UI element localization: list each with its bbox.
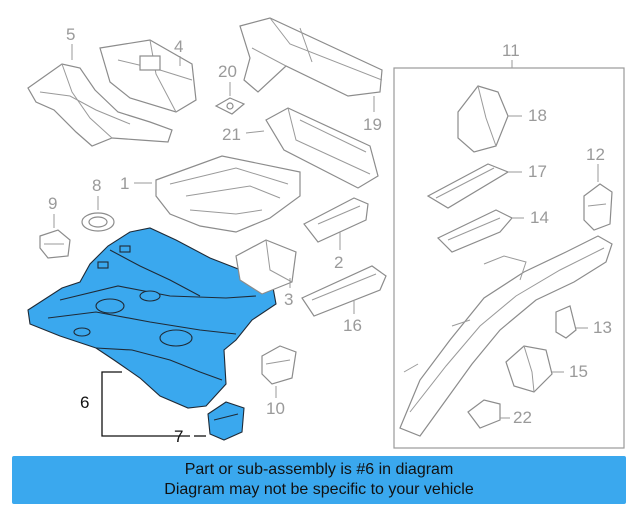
callout-11: 11 — [502, 41, 520, 60]
part-1-floor-pan[interactable] — [155, 155, 301, 233]
callout-2: 2 — [334, 253, 343, 272]
part-18-bracket[interactable] — [457, 85, 509, 153]
part-5-rear-cross-member[interactable] — [27, 63, 173, 147]
callout-19: 19 — [363, 115, 382, 134]
callout-17: 17 — [528, 162, 547, 181]
leader-6 — [101, 371, 190, 437]
part-3-bracket[interactable] — [235, 239, 297, 295]
callout-20: 20 — [218, 62, 237, 81]
part-17-reinforcement[interactable] — [426, 163, 510, 209]
part-20-bracket[interactable] — [214, 97, 246, 115]
callout-12: 12 — [586, 145, 605, 164]
callout-3: 3 — [284, 290, 293, 309]
leader-21 — [245, 130, 265, 134]
part-10-bracket[interactable] — [261, 345, 297, 385]
banner-line-2: Diagram may not be specific to your vehi… — [164, 481, 474, 498]
callout-10: 10 — [266, 399, 285, 418]
callout-16: 16 — [343, 316, 362, 335]
callout-18: 18 — [528, 106, 547, 125]
callout-14: 14 — [530, 208, 549, 227]
info-banner: Part or sub-assembly is #6 in diagram Di… — [12, 456, 626, 504]
side-member-rail[interactable] — [399, 235, 613, 437]
callout-22: 22 — [513, 408, 532, 427]
part-7-bracket[interactable] — [207, 401, 245, 441]
part-12-bracket[interactable] — [583, 183, 613, 231]
callout-6: 6 — [80, 393, 89, 412]
part-2-member[interactable] — [303, 197, 369, 243]
callout-4: 4 — [174, 37, 183, 56]
part-4-rear-panel[interactable] — [99, 39, 197, 113]
callout-9: 9 — [48, 194, 57, 213]
part-11-group-box — [393, 67, 625, 449]
part-16-member[interactable] — [301, 265, 387, 317]
part-13-bracket[interactable] — [555, 305, 577, 339]
part-14-bracket[interactable] — [436, 209, 513, 253]
callout-8: 8 — [92, 176, 101, 195]
part-22-bracket[interactable] — [467, 399, 501, 429]
part-8-grommet[interactable] — [81, 212, 115, 232]
callout-5: 5 — [66, 25, 75, 44]
callout-1: 1 — [120, 174, 129, 193]
banner-line-1: Part or sub-assembly is #6 in diagram — [184, 461, 454, 478]
callout-15: 15 — [569, 362, 588, 381]
callout-7: 7 — [174, 427, 183, 446]
callout-13: 13 — [593, 318, 612, 337]
part-21-center-member[interactable] — [265, 107, 379, 189]
part-15-bracket[interactable] — [505, 345, 553, 393]
part-19-upper-frame[interactable] — [239, 17, 383, 97]
part-6-floor-assembly[interactable] — [27, 227, 277, 409]
callout-21: 21 — [222, 125, 241, 144]
parts-diagram: 5 4 20 19 21 1 — [27, 17, 625, 449]
part-9-bracket[interactable] — [39, 229, 71, 259]
